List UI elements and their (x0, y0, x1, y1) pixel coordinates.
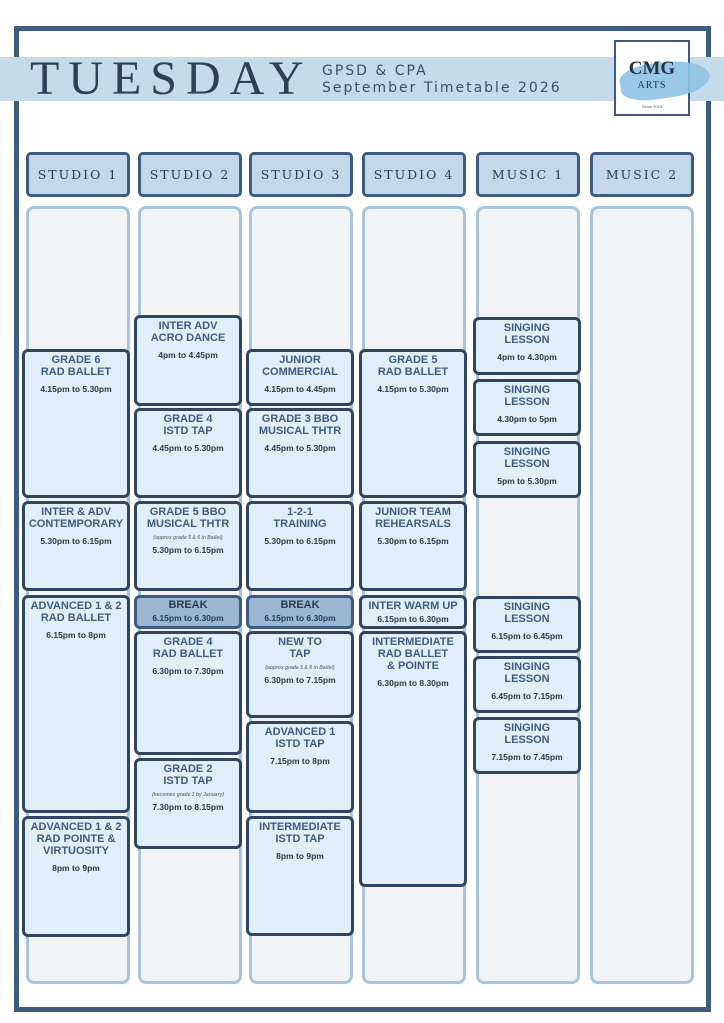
class-title: GRADE 5 RAD BALLET (377, 354, 449, 378)
logo-main-text: CMG (628, 58, 676, 79)
class-time: 4pm to 4.30pm (497, 352, 557, 362)
class-block[interactable]: GRADE 4 RAD BALLET 6.30pm to 7.30pm (134, 631, 242, 755)
class-block[interactable]: SINGING LESSON 5pm to 5.30pm (473, 441, 581, 498)
column-header-studio-2: STUDIO 2 (138, 152, 242, 197)
class-block[interactable]: GRADE 6 RAD BALLET 4.15pm to 5.30pm (22, 349, 130, 498)
class-title: GRADE 3 BBO MUSICAL THTR (258, 413, 342, 437)
class-title: GRADE 6 RAD BALLET (40, 354, 112, 378)
class-block[interactable]: ADVANCED 1 ISTD TAP 7.15pm to 8pm (246, 721, 354, 813)
class-title: SINGING LESSON (503, 601, 551, 625)
class-time: 5.30pm to 6.15pm (40, 536, 112, 546)
class-title: 1-2-1 TRAINING (273, 506, 327, 530)
class-note: (becomes grade 3 by January) (152, 792, 224, 798)
class-title: ADVANCED 1 & 2 RAD POINTE & VIRTUOSITY (30, 821, 122, 857)
class-block[interactable]: ADVANCED 1 & 2 RAD BALLET 6.15pm to 8pm (22, 595, 130, 813)
class-title: GRADE 5 BBO MUSICAL THTR (146, 506, 230, 530)
class-block[interactable]: INTER ADV ACRO DANCE 4pm to 4.45pm (134, 315, 242, 406)
class-time: 5.30pm to 6.15pm (377, 536, 449, 546)
class-block[interactable]: GRADE 3 BBO MUSICAL THTR 4.45pm to 5.30p… (246, 408, 354, 498)
class-block[interactable]: ADVANCED 1 & 2 RAD POINTE & VIRTUOSITY 8… (22, 816, 130, 937)
day-title: TUESDAY (30, 52, 313, 105)
class-time: 6.30pm to 7.15pm (264, 675, 336, 685)
column-track-music-2 (590, 206, 694, 984)
class-block[interactable]: INTERMEDIATE ISTD TAP 8pm to 9pm (246, 816, 354, 936)
class-time: 6.15pm to 6.45pm (491, 631, 563, 641)
column-header-studio-1: STUDIO 1 (26, 152, 130, 197)
break-title: BREAK (168, 599, 208, 611)
class-time: 7.15pm to 7.45pm (491, 752, 563, 762)
class-title: SINGING LESSON (503, 661, 551, 685)
break-title: BREAK (280, 599, 320, 611)
class-time: 4.45pm to 5.30pm (264, 443, 336, 453)
class-time: 4.15pm to 5.30pm (377, 384, 449, 394)
class-title: ADVANCED 1 ISTD TAP (264, 726, 336, 750)
logo-sub-text: ARTS (637, 80, 667, 91)
class-time: 6.30pm to 8.30pm (377, 678, 449, 688)
class-title: JUNIOR COMMERCIAL (262, 354, 338, 378)
class-block[interactable]: INTER WARM UP 6.15pm to 6.30pm (359, 595, 467, 629)
class-title: SINGING LESSON (503, 446, 551, 470)
class-block[interactable]: NEW TO TAP (approx grade 5 & 6 in Ballet… (246, 631, 354, 718)
class-time: 7.15pm to 8pm (270, 756, 330, 766)
class-title: GRADE 4 RAD BALLET (152, 636, 224, 660)
class-time: 6.15pm to 6.30pm (377, 614, 449, 624)
class-block[interactable]: SINGING LESSON 4.30pm to 5pm (473, 379, 581, 436)
subtitle-timetable: September Timetable 2026 (322, 80, 562, 96)
class-title: INTERMEDIATE ISTD TAP (259, 821, 341, 845)
class-title: INTER ADV ACRO DANCE (150, 320, 226, 344)
break-time: 6.15pm to 6.30pm (264, 613, 336, 623)
class-time: 4pm to 4.45pm (158, 350, 218, 360)
class-time: 5pm to 5.30pm (497, 476, 557, 486)
class-time: 4.15pm to 5.30pm (40, 384, 112, 394)
class-time: 4.45pm to 5.30pm (152, 443, 224, 453)
class-block[interactable]: JUNIOR TEAM REHEARSALS 5.30pm to 6.15pm (359, 501, 467, 591)
class-time: 5.30pm to 6.15pm (152, 545, 224, 555)
class-title: SINGING LESSON (503, 384, 551, 408)
class-title: SINGING LESSON (503, 322, 551, 346)
class-block[interactable]: GRADE 4 ISTD TAP 4.45pm to 5.30pm (134, 408, 242, 498)
class-block[interactable]: GRADE 5 RAD BALLET 4.15pm to 5.30pm (359, 349, 467, 498)
class-note: (approx grade 5 & 6 in Ballet) (265, 665, 335, 671)
class-block[interactable]: SINGING LESSON 6.45pm to 7.15pm (473, 656, 581, 713)
class-title: INTER & ADV CONTEMPORARY (28, 506, 124, 530)
header-band (0, 57, 724, 101)
class-time: 6.45pm to 7.15pm (491, 691, 563, 701)
class-block[interactable]: SINGING LESSON 4pm to 4.30pm (473, 317, 581, 375)
class-time: 8pm to 9pm (52, 863, 100, 873)
cmg-arts-logo: CMG ARTS Since 2019 (614, 40, 713, 116)
break-block: BREAK 6.15pm to 6.30pm (134, 595, 242, 629)
class-block[interactable]: GRADE 5 BBO MUSICAL THTR (approx grade 5… (134, 501, 242, 591)
class-time: 6.15pm to 8pm (46, 630, 106, 640)
class-block[interactable]: INTERMEDIATE RAD BALLET & POINTE 6.30pm … (359, 631, 467, 887)
class-title: JUNIOR TEAM REHEARSALS (375, 506, 451, 530)
class-block[interactable]: 1-2-1 TRAINING 5.30pm to 6.15pm (246, 501, 354, 591)
class-block[interactable]: GRADE 2 ISTD TAP (becomes grade 3 by Jan… (134, 758, 242, 849)
column-header-music-1: MUSIC 1 (476, 152, 580, 197)
break-time: 6.15pm to 6.30pm (152, 613, 224, 623)
class-title: GRADE 4 ISTD TAP (163, 413, 213, 437)
class-title: SINGING LESSON (503, 722, 551, 746)
subtitle-school: GPSD & CPA (322, 63, 428, 79)
class-time: 4.30pm to 5pm (497, 414, 557, 424)
class-title: GRADE 2 ISTD TAP (163, 763, 213, 787)
class-title: INTER WARM UP (368, 600, 458, 612)
class-block[interactable]: JUNIOR COMMERCIAL 4.15pm to 4.45pm (246, 349, 354, 406)
class-block[interactable]: SINGING LESSON 6.15pm to 6.45pm (473, 596, 581, 653)
column-header-music-2: MUSIC 2 (590, 152, 694, 197)
class-block[interactable]: INTER & ADV CONTEMPORARY 5.30pm to 6.15p… (22, 501, 130, 591)
class-time: 8pm to 9pm (276, 851, 324, 861)
column-header-studio-3: STUDIO 3 (249, 152, 353, 197)
column-header-studio-4: STUDIO 4 (362, 152, 466, 197)
class-time: 6.30pm to 7.30pm (152, 666, 224, 676)
logo-tagline: Since 2019 (641, 104, 662, 109)
class-note: (approx grade 5 & 6 in Ballet) (153, 535, 223, 541)
class-title: INTERMEDIATE RAD BALLET & POINTE (372, 636, 454, 672)
break-block: BREAK 6.15pm to 6.30pm (246, 595, 354, 629)
class-time: 7.30pm to 8.15pm (152, 802, 224, 812)
class-title: NEW TO TAP (278, 636, 322, 660)
class-time: 5.30pm to 6.15pm (264, 536, 336, 546)
class-block[interactable]: SINGING LESSON 7.15pm to 7.45pm (473, 717, 581, 774)
class-time: 4.15pm to 4.45pm (264, 384, 336, 394)
class-title: ADVANCED 1 & 2 RAD BALLET (30, 600, 122, 624)
